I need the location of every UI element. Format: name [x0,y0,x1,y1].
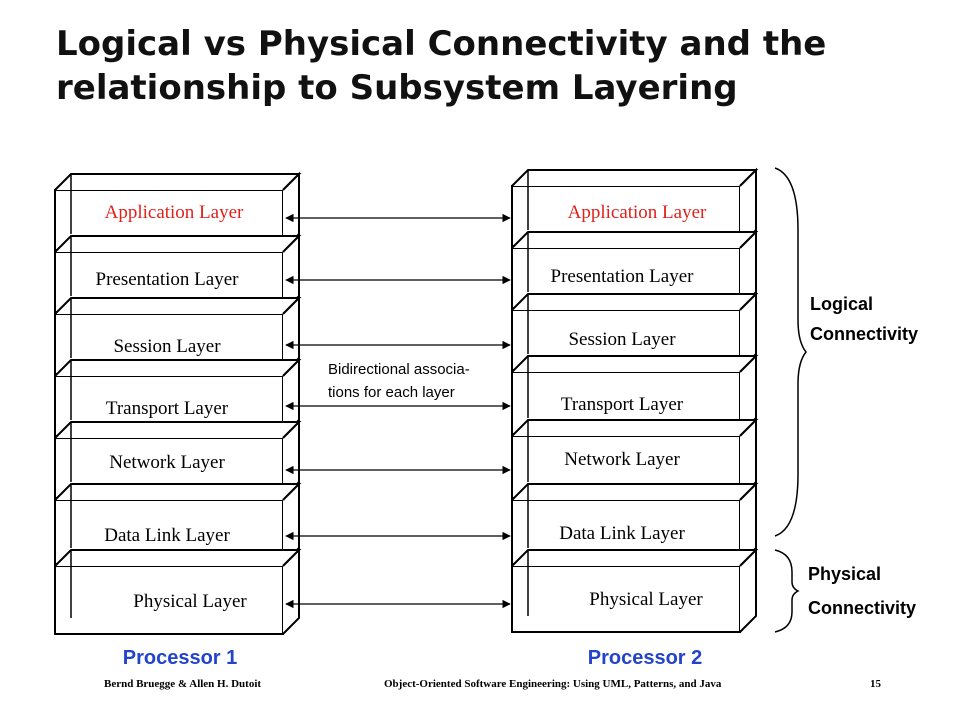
processor-2-application-layer-label: Application Layer [568,202,707,223]
footer-book-title: Object-Oriented Software Engineering: Us… [384,678,722,690]
processor-1-data-link-layer-box: Data Link Layer [54,481,302,565]
processor-2-physical-layer-box: Physical Layer [511,547,759,633]
processor-1-label: Processor 1 [123,647,238,669]
physical-connectivity-label-line-1: Physical [808,564,881,584]
layer-association-arrows [285,213,511,609]
footer-page-number: 15 [870,678,881,690]
association-note-line-2: tions for each layer [328,384,455,401]
processor-1-session-layer-label: Session Layer [113,336,221,357]
processor-2-data-link-layer-label: Data Link Layer [559,523,685,544]
logical-connectivity-label-line-1: Logical [810,294,873,314]
association-note-line-1: Bidirectional associa- [328,361,470,378]
processor-2-transport-layer-label: Transport Layer [561,394,684,415]
processor-1-data-link-layer-label: Data Link Layer [104,525,230,546]
footer-authors: Bernd Bruegge & Allen H. Dutoit [104,678,262,690]
physical-connectivity-label-line-2: Connectivity [808,598,916,618]
processor-2-session-layer-label: Session Layer [568,329,676,350]
processor-1-physical-layer-box: Physical Layer [54,547,302,635]
slide-title: Logical vs Physical Connectivity and the… [56,24,827,108]
processor-1-presentation-layer-label: Presentation Layer [96,269,240,290]
processor-2-physical-layer-label: Physical Layer [589,589,703,610]
processor-1-physical-layer-label: Physical Layer [133,591,247,612]
processor-1-transport-layer-label: Transport Layer [106,398,229,419]
processor-2-label: Processor 2 [588,647,703,669]
logical-connectivity-label-line-2: Connectivity [810,324,918,344]
logical-connectivity-brace [774,167,807,537]
processor-1-network-layer-label: Network Layer [109,452,225,473]
processor-1-application-layer-label: Application Layer [105,202,244,223]
physical-connectivity-brace [774,549,800,633]
processor-2-network-layer-label: Network Layer [564,449,680,470]
processor-2-presentation-layer-label: Presentation Layer [551,266,695,287]
